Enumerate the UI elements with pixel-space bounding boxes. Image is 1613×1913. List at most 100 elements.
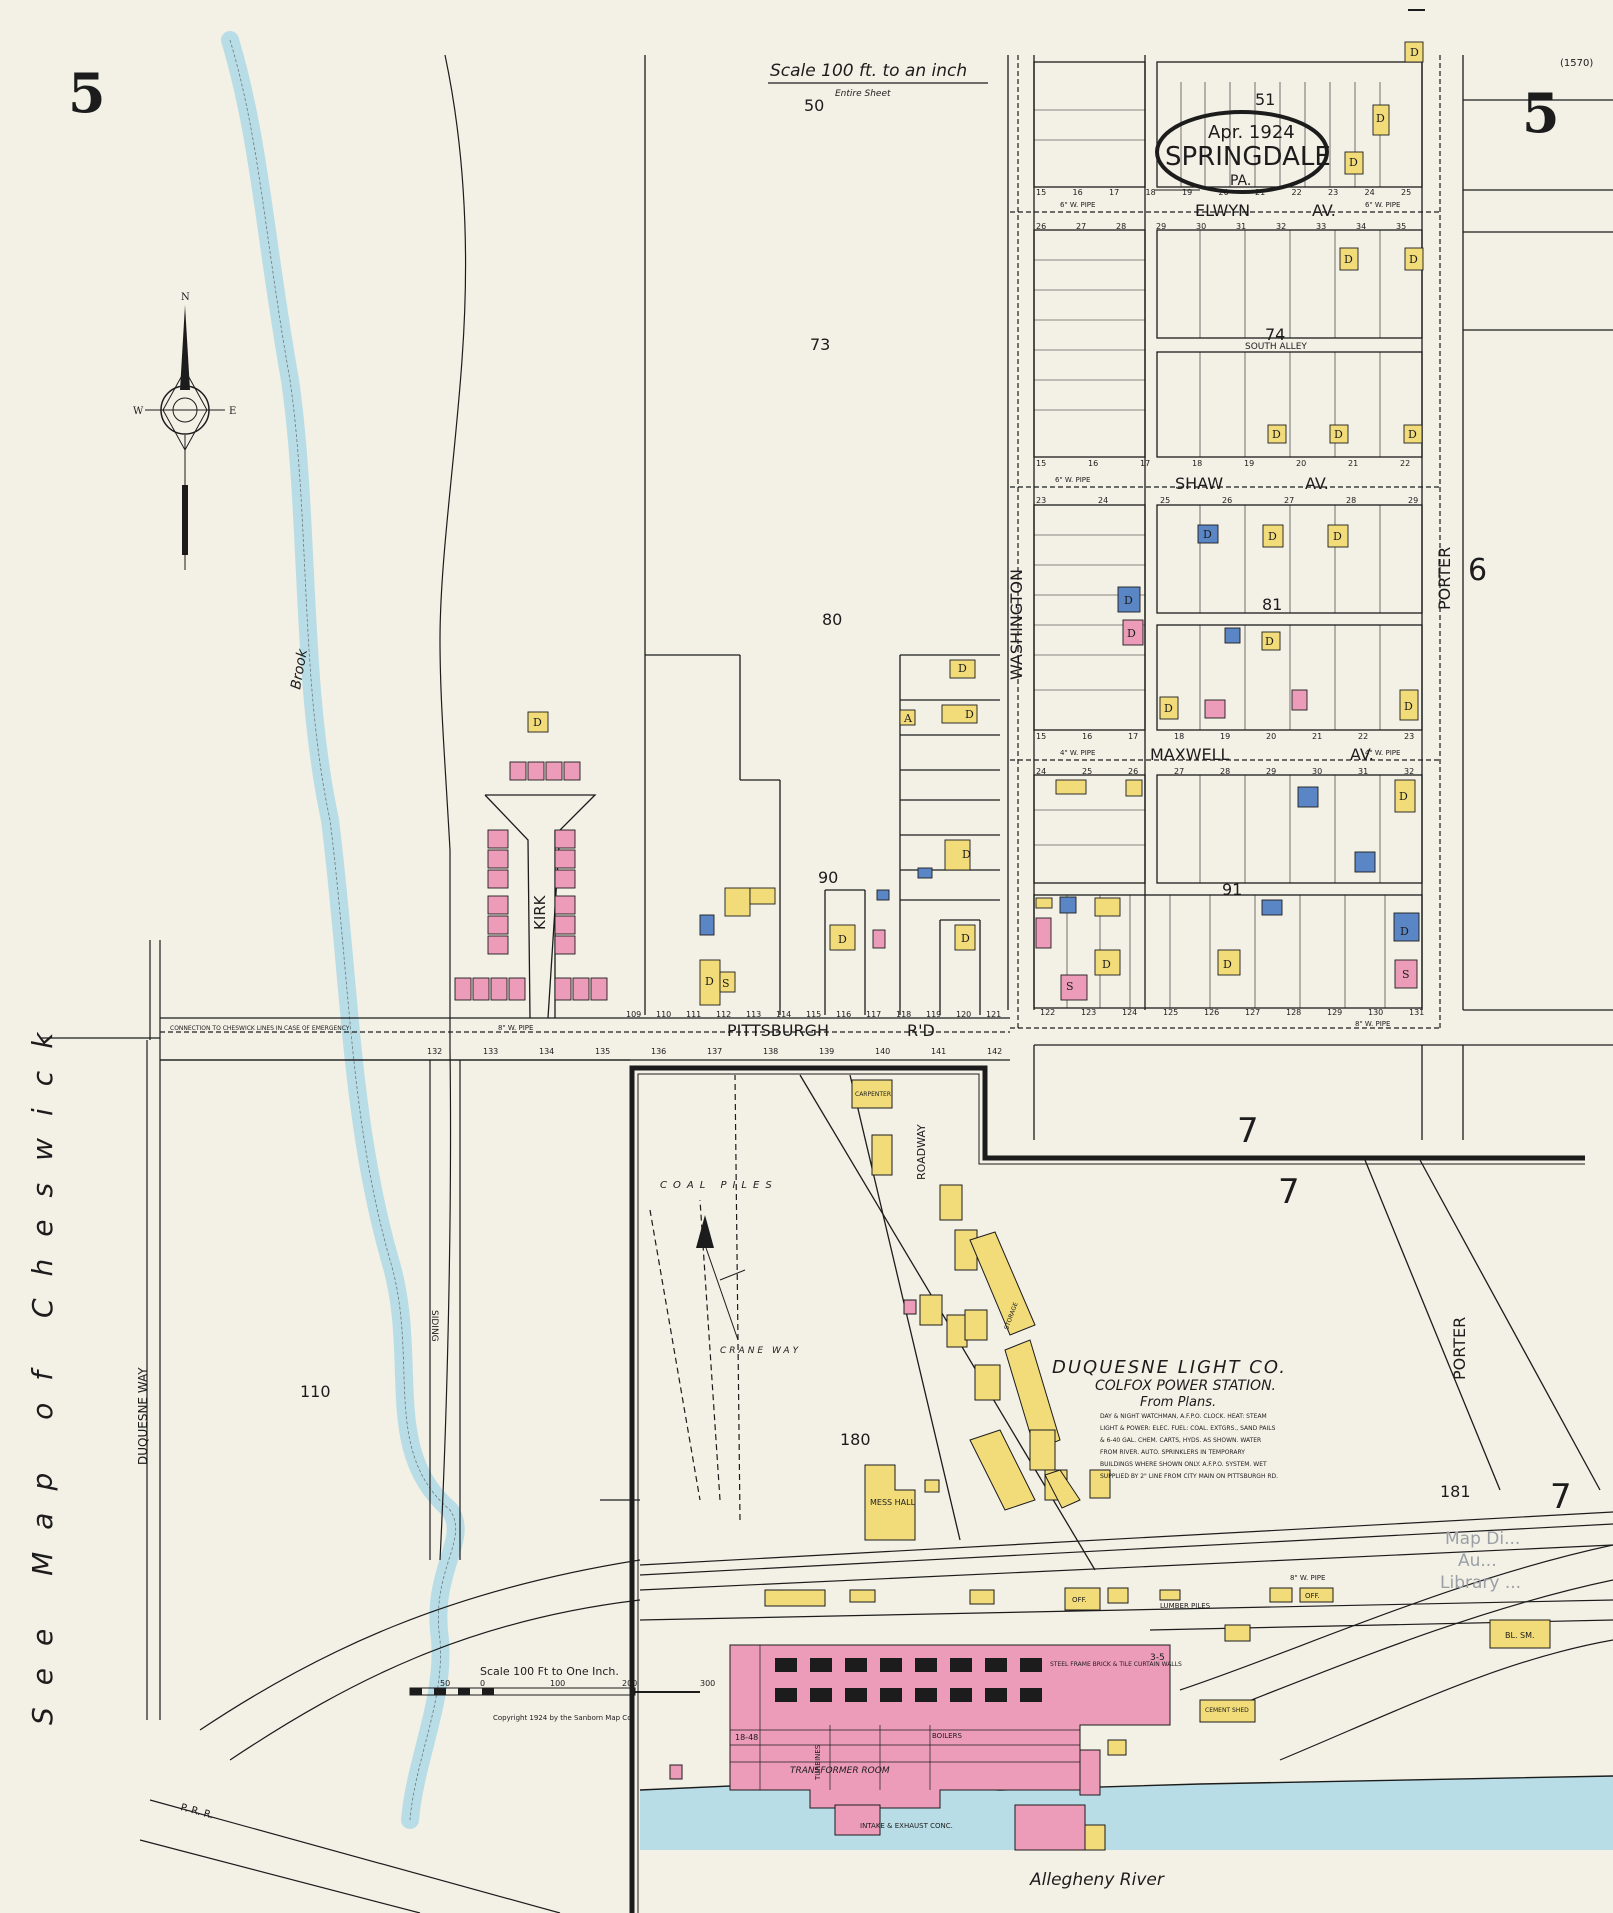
lot-number: 20 <box>1219 188 1229 197</box>
lumber-piles-label: LUMBER PILES <box>1160 1602 1211 1610</box>
lot-number: 25 <box>1082 767 1092 776</box>
dwelling-marker: D <box>1400 925 1409 938</box>
block-91: 91 <box>1222 880 1242 899</box>
plant-note-line: SUPPLIED BY 2" LINE FROM CITY MAIN ON PI… <box>1100 1473 1278 1480</box>
street-maxwell-av: AV. <box>1350 745 1374 764</box>
lot-number: 28 <box>1220 767 1230 776</box>
lot-number: 25 <box>1160 496 1170 505</box>
lot-number: 27 <box>1284 496 1294 505</box>
lot-number: 29 <box>1408 496 1418 505</box>
lot-number: 15 <box>1036 188 1046 197</box>
lot-number: 32 <box>1276 222 1286 231</box>
dwelling-marker: D <box>958 662 967 675</box>
lot-number: 115 <box>806 1010 821 1019</box>
dwelling-marker: D <box>1102 958 1111 971</box>
lot-number: 128 <box>1286 1008 1301 1017</box>
lot-number: 116 <box>836 1010 851 1019</box>
dwelling-marker: D <box>1349 156 1358 169</box>
lot-number: 21 <box>1348 459 1358 468</box>
lot-number: 17 <box>1140 459 1150 468</box>
store-marker: S <box>722 977 730 990</box>
siding-label: SIDING <box>429 1310 439 1342</box>
street-shaw: SHAW <box>1175 474 1223 493</box>
pipe-label: 6" W. PIPE <box>1365 201 1400 209</box>
pipe-label: 8" W. PIPE <box>1290 1574 1325 1582</box>
lot-number: 34 <box>1356 222 1366 231</box>
plant-note-line: & 6-40 GAL. CHEM. CARTS, HYDS. AS SHOWN.… <box>1100 1437 1261 1444</box>
lot-number: 121 <box>986 1010 1001 1019</box>
auto-marker: A <box>903 712 913 725</box>
lot-number: 21 <box>1312 732 1322 741</box>
sheet-number-left: 5 <box>68 61 106 125</box>
transformer-room-label: TRANSFORMER ROOM <box>790 1766 890 1776</box>
side-title: See Map of Cheswick <box>26 1011 59 1725</box>
street-south-alley: SOUTH ALLEY <box>1245 342 1307 352</box>
lot-number: 120 <box>956 1010 971 1019</box>
cartouche-state: PA. <box>1230 173 1251 189</box>
lot-number: 132 <box>427 1047 442 1056</box>
dwelling-marker: D <box>533 716 542 729</box>
scale-subheader: Entire Sheet <box>835 89 891 99</box>
plant-note-line: LIGHT & POWER: ELEC. FUEL: COAL. EXTGRS.… <box>1100 1425 1276 1432</box>
scale-tick: 100 <box>550 1679 565 1688</box>
dwelling-marker: D <box>1127 627 1136 640</box>
cartouche-date: Apr. 1924 <box>1208 122 1295 143</box>
dwelling-marker: D <box>961 932 970 945</box>
lot-number: 26 <box>1128 767 1138 776</box>
adjacent-sheet-6: 6 <box>1468 553 1487 588</box>
cement-shed-label: CEMENT SHED <box>1205 1707 1249 1714</box>
block-80: 80 <box>822 610 842 629</box>
brook-label: Brook <box>288 647 311 691</box>
lot-number: 130 <box>1368 1008 1383 1017</box>
street-duquesne-way: DUQUESNE WAY <box>136 1367 150 1465</box>
lot-number: 140 <box>875 1047 890 1056</box>
block-90: 90 <box>818 868 838 887</box>
street-elwyn: ELWYN <box>1195 201 1250 220</box>
lot-number: 137 <box>707 1047 722 1056</box>
lot-number: 22 <box>1400 459 1410 468</box>
scale-bar <box>409 1687 700 1696</box>
scale-tick: 300 <box>700 1679 715 1688</box>
compass-north: N <box>181 292 190 303</box>
scale-tick: 200 <box>622 1679 637 1688</box>
block-51: 51 <box>1255 90 1275 109</box>
power-station <box>629 1065 1613 1913</box>
lot-number: 24 <box>1098 496 1108 505</box>
compass-rose: N W E <box>133 292 236 570</box>
block-81: 81 <box>1262 595 1282 614</box>
scale-tick: 0 <box>480 1679 485 1688</box>
lot-number: 23 <box>1404 732 1414 741</box>
street-grid <box>160 55 1613 1571</box>
plant-note-line: BUILDINGS WHERE SHOWN ONLY. A.F.P.O. SYS… <box>1100 1461 1267 1468</box>
lot-number: 122 <box>1040 1008 1055 1017</box>
dwelling-marker: D <box>965 708 974 721</box>
plant-note-line: FROM RIVER. AUTO. SPRINKLERS IN TEMPORAR… <box>1100 1449 1245 1456</box>
dwelling-marker: D <box>1164 702 1173 715</box>
coal-piles-label: COAL PILES <box>660 1180 778 1191</box>
lot-number: 29 <box>1266 767 1276 776</box>
lot-number: 133 <box>483 1047 498 1056</box>
pipe-label: 6" W. PIPE <box>1060 201 1095 209</box>
scale-bar-label: Scale 100 Ft to One Inch. <box>480 1665 619 1678</box>
lot-number: 129 <box>1327 1008 1342 1017</box>
pipe-label: 4" W. PIPE <box>1060 749 1095 757</box>
plant-north-arrow <box>696 1215 746 1341</box>
lot-number: 32 <box>1404 767 1414 776</box>
copyright: Copyright 1924 by the Sanborn Map Co. <box>493 1714 634 1722</box>
plant-note-line: DAY & NIGHT WATCHMAN, A.F.P.O. CLOCK. HE… <box>1100 1413 1267 1420</box>
lot-number: 117 <box>866 1010 881 1019</box>
lot-number: 18 <box>1174 732 1184 741</box>
block-110: 110 <box>300 1382 331 1401</box>
lot-number: 142 <box>987 1047 1002 1056</box>
lot-number: 22 <box>1292 188 1302 197</box>
scale-header: Scale 100 ft. to an inch <box>770 61 967 81</box>
carpenter-label: CARPENTER <box>855 1091 891 1098</box>
lot-number: 16 <box>1073 188 1083 197</box>
cartouche-oval <box>1155 110 1329 194</box>
dwelling-marker: D <box>1268 530 1277 543</box>
lot-number: 33 <box>1316 222 1326 231</box>
lot-number: 111 <box>686 1010 701 1019</box>
lot-number: 138 <box>763 1047 778 1056</box>
lot-number: 30 <box>1196 222 1206 231</box>
